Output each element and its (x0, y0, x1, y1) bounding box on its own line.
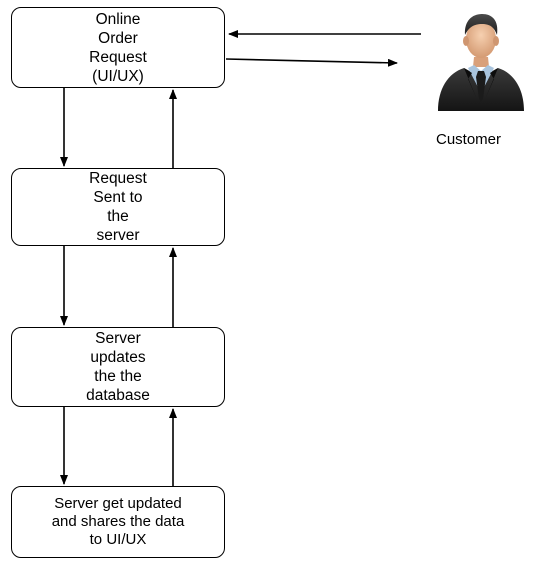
step-server-updates-database: Server updates the the database (11, 327, 225, 407)
businessman-icon (438, 14, 524, 111)
customer-label: Customer (436, 131, 502, 148)
arrow-order-to-customer (225, 58, 398, 67)
step-request-sent: Request Sent to the server (11, 168, 225, 246)
step-label: Server get updated and shares the data t… (51, 495, 185, 548)
step-online-order-request: Online Order Request (UI/UX) (11, 7, 225, 88)
step-server-shares-data: Server get updated and shares the data t… (11, 486, 225, 558)
step-label: Online Order Request (UI/UX) (89, 10, 147, 85)
step-label: Server updates the the database (86, 330, 150, 404)
step-label: Request Sent to the server (89, 170, 147, 244)
